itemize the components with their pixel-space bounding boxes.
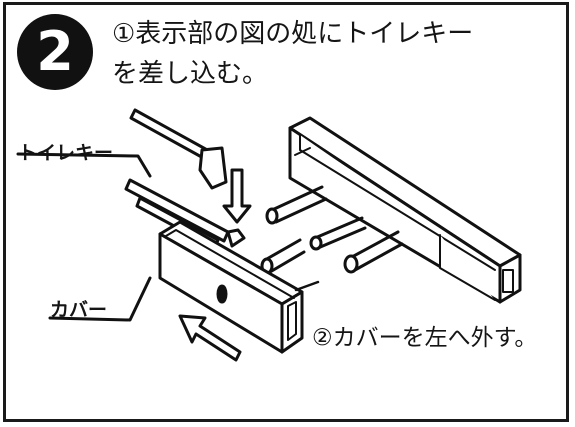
step-number-badge: 2 bbox=[17, 14, 93, 90]
remove-arrow-left bbox=[178, 314, 242, 362]
mounting-pins bbox=[260, 185, 404, 275]
step-number: 2 bbox=[36, 20, 74, 83]
instruction-1-line-2: を差し込む。 bbox=[112, 59, 269, 89]
cover bbox=[158, 220, 320, 354]
display-unit bbox=[288, 116, 522, 304]
instruction-2: ②カバーを左へ外す。 bbox=[312, 325, 538, 351]
toilet-key-label: トイレキー bbox=[18, 142, 114, 164]
toilet-key-leader-line bbox=[16, 152, 152, 178]
diagram-frame bbox=[3, 2, 569, 422]
cover-label: カバー bbox=[50, 299, 108, 321]
insert-arrow-down bbox=[222, 168, 252, 224]
toilet-key-upper bbox=[129, 108, 228, 190]
instruction-1-line-1: ①表示部の図の処にトイレキー bbox=[112, 19, 474, 49]
cover-leader-line bbox=[48, 276, 152, 322]
